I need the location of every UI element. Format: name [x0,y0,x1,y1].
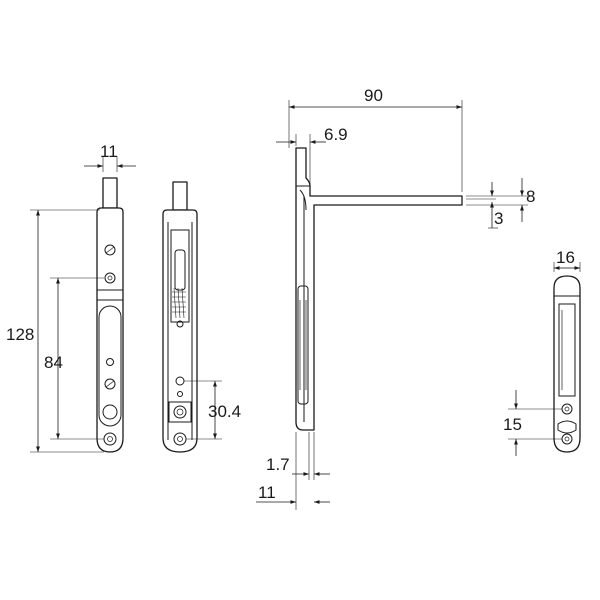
dim-label: 11 [258,483,276,502]
bolt-front-view: 11 128 84 [6,142,136,453]
screw-icon [104,378,116,390]
latch-block [168,401,192,423]
dim-label: 11 [100,142,118,161]
bolt-slot [98,305,122,427]
screw-icon [104,244,116,256]
dim-label: 84 [44,353,63,372]
bolt-pin [172,181,188,211]
keeper-body [553,275,581,453]
dim-label: 90 [364,86,383,105]
bolt-side-view: 30.4 [162,181,241,453]
dim-label: 16 [556,248,575,267]
bolt-body [96,207,124,453]
mechanism-housing [170,229,190,323]
bracket-body [295,147,463,431]
keeper-slot [558,303,576,397]
dim-label: 6.9 [324,125,348,144]
hole-icon [177,391,183,397]
dim-label: 128 [6,325,34,344]
hole-icon [102,404,118,420]
l-bracket-view: 90 6.9 8 3 1.7 11 [256,86,535,510]
latch-hole-icon [173,405,187,419]
dim-label: 1.7 [266,455,290,474]
dim-label: 8 [526,187,535,206]
bolt-pin [102,177,118,209]
keeper-notch [557,420,577,434]
keeper-view: 16 15 [503,248,581,456]
spring-hatch [172,287,186,319]
hole-icon [176,320,184,328]
bend-radius [299,189,307,211]
hole-icon [104,272,116,284]
dim-label: 15 [503,415,522,434]
hole-icon [106,358,114,366]
dim-label: 3 [494,209,503,228]
dim-label: 30.4 [208,402,241,421]
bracket-slot [297,285,309,405]
